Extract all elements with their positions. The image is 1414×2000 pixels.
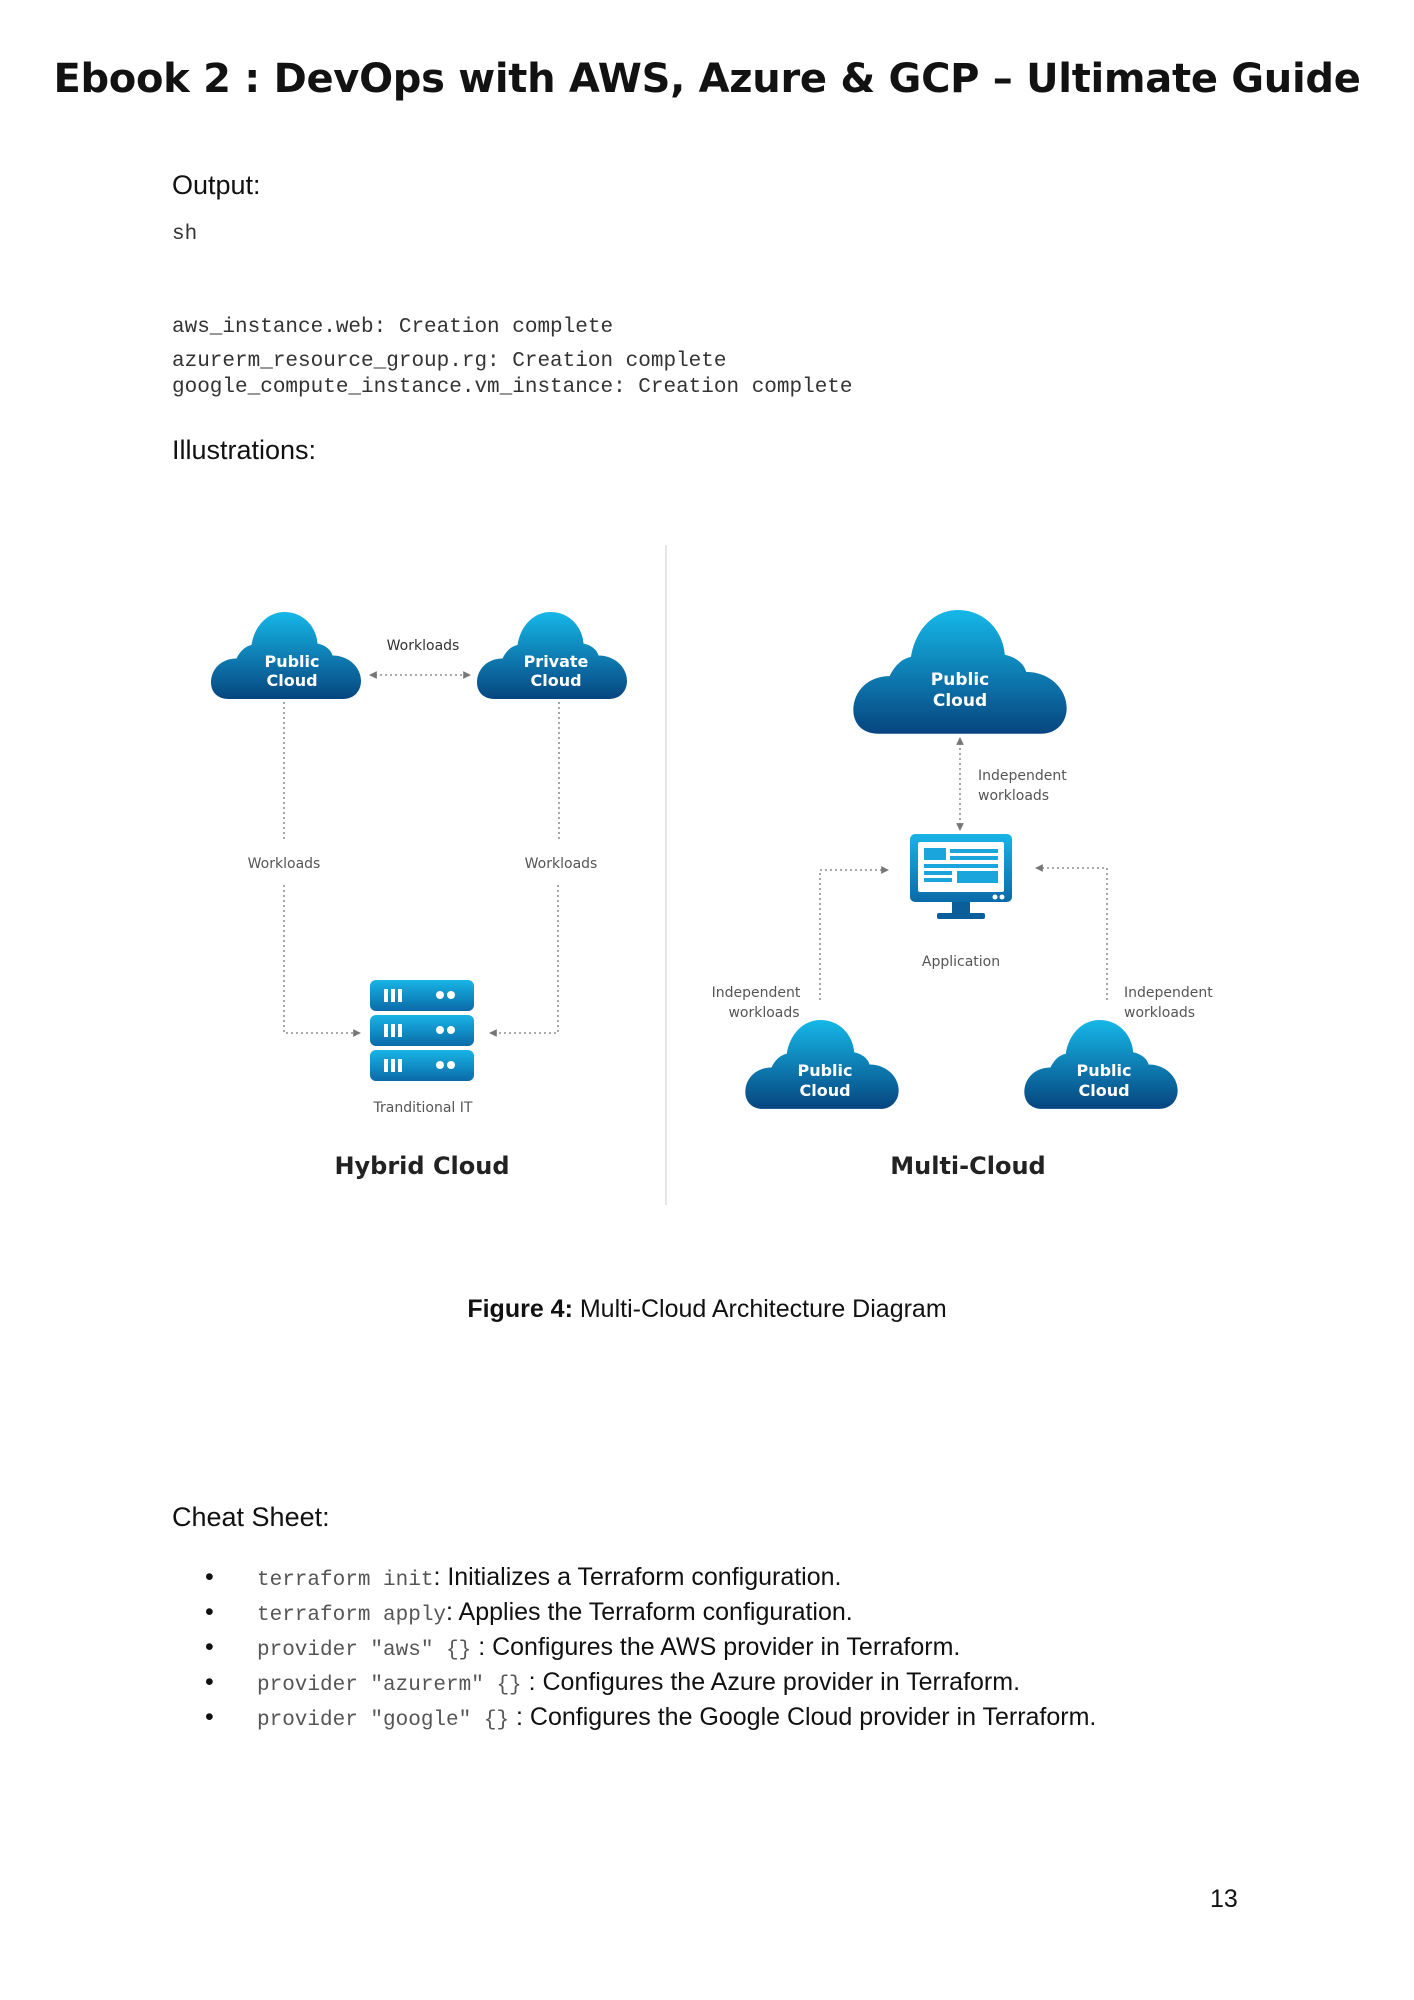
cloud-label: Cloud bbox=[266, 671, 317, 690]
independent-workloads-label: Independent bbox=[1124, 985, 1213, 1001]
command: provider "aws" {} bbox=[257, 1639, 472, 1662]
code-line: aws_instance.web: Creation complete bbox=[172, 316, 614, 339]
connector bbox=[819, 866, 889, 1000]
page-title: Ebook 2 : DevOps with AWS, Azure & GCP –… bbox=[53, 56, 1361, 102]
command-description: : Initializes a Terraform configuration. bbox=[433, 1563, 842, 1591]
cloud-label: Cloud bbox=[530, 671, 581, 690]
cloud-label: Cloud bbox=[799, 1081, 850, 1100]
traditional-it-label: Tranditional IT bbox=[373, 1100, 473, 1116]
multi-cloud-architecture-diagram: Public Cloud Private Cloud Workloads Wor… bbox=[211, 545, 1213, 1205]
list-item: •provider "aws" {} : Configures the AWS … bbox=[205, 1633, 961, 1662]
command: terraform init bbox=[257, 1569, 434, 1592]
cheat-sheet-heading: Cheat Sheet: bbox=[172, 1502, 330, 1532]
independent-workloads-label: Independent bbox=[712, 985, 801, 1001]
illustrations-heading: Illustrations: bbox=[172, 435, 317, 465]
workloads-label: Workloads bbox=[387, 638, 460, 654]
multi-cloud-title: Multi-Cloud bbox=[890, 1152, 1045, 1180]
list-item: •provider "google" {} : Configures the G… bbox=[205, 1703, 1097, 1732]
figure-label: Figure 4: bbox=[467, 1295, 573, 1323]
cloud-label: Cloud bbox=[1078, 1081, 1129, 1100]
command: provider "azurerm" {} bbox=[257, 1674, 522, 1697]
code-line: azurerm_resource_group.rg: Creation comp… bbox=[172, 350, 727, 373]
connector bbox=[1035, 864, 1108, 1000]
cloud-label: Public bbox=[797, 1061, 852, 1080]
command-description: : Applies the Terraform configuration. bbox=[446, 1598, 853, 1626]
figure-text: Multi-Cloud Architecture Diagram bbox=[572, 1295, 947, 1323]
application-monitor-icon bbox=[910, 834, 1012, 919]
public-cloud-hybrid: Public Cloud bbox=[211, 612, 361, 699]
connector bbox=[489, 885, 559, 1037]
server-stack-icon bbox=[370, 980, 474, 1081]
output-heading: Output: bbox=[172, 170, 261, 200]
connector bbox=[283, 885, 361, 1037]
command: terraform apply bbox=[257, 1604, 447, 1627]
independent-workloads-label: workloads bbox=[978, 788, 1049, 804]
code-language: sh bbox=[172, 223, 198, 246]
command: provider "google" {} bbox=[257, 1709, 510, 1732]
cloud-label: Private bbox=[524, 652, 589, 671]
hybrid-cloud-title: Hybrid Cloud bbox=[334, 1152, 509, 1180]
application-label: Application bbox=[922, 954, 1000, 970]
independent-workloads-label: workloads bbox=[728, 1005, 799, 1021]
list-item: •terraform init: Initializes a Terraform… bbox=[205, 1563, 842, 1592]
public-cloud-right: Public Cloud bbox=[1024, 1020, 1178, 1109]
independent-workloads-label: Independent bbox=[978, 768, 1067, 784]
command-description: : Configures the Google Cloud provider i… bbox=[509, 1703, 1097, 1731]
command-description: : Configures the Azure provider in Terra… bbox=[521, 1668, 1021, 1696]
workloads-label: Workloads bbox=[525, 856, 598, 872]
list-item: •provider "azurerm" {} : Configures the … bbox=[205, 1668, 1021, 1697]
private-cloud: Private Cloud bbox=[477, 612, 627, 699]
cloud-label: Public bbox=[931, 670, 989, 690]
figure-caption: Figure 4: Multi-Cloud Architecture Diagr… bbox=[0, 1295, 1414, 1324]
command-description: : Configures the AWS provider in Terrafo… bbox=[471, 1633, 961, 1661]
cloud-label: Public bbox=[264, 652, 319, 671]
page-number: 13 bbox=[1210, 1885, 1238, 1913]
cheat-sheet-list: •terraform init: Initializes a Terraform… bbox=[205, 1560, 1355, 1735]
public-cloud-left: Public Cloud bbox=[745, 1020, 899, 1109]
list-item: •terraform apply: Applies the Terraform … bbox=[205, 1598, 853, 1627]
independent-workloads-label: workloads bbox=[1124, 1005, 1195, 1021]
workloads-label: Workloads bbox=[248, 856, 321, 872]
code-line: google_compute_instance.vm_instance: Cre… bbox=[172, 376, 853, 399]
cloud-label: Public bbox=[1076, 1061, 1131, 1080]
cloud-label: Cloud bbox=[933, 691, 987, 711]
public-cloud-top: Public Cloud bbox=[853, 610, 1067, 734]
